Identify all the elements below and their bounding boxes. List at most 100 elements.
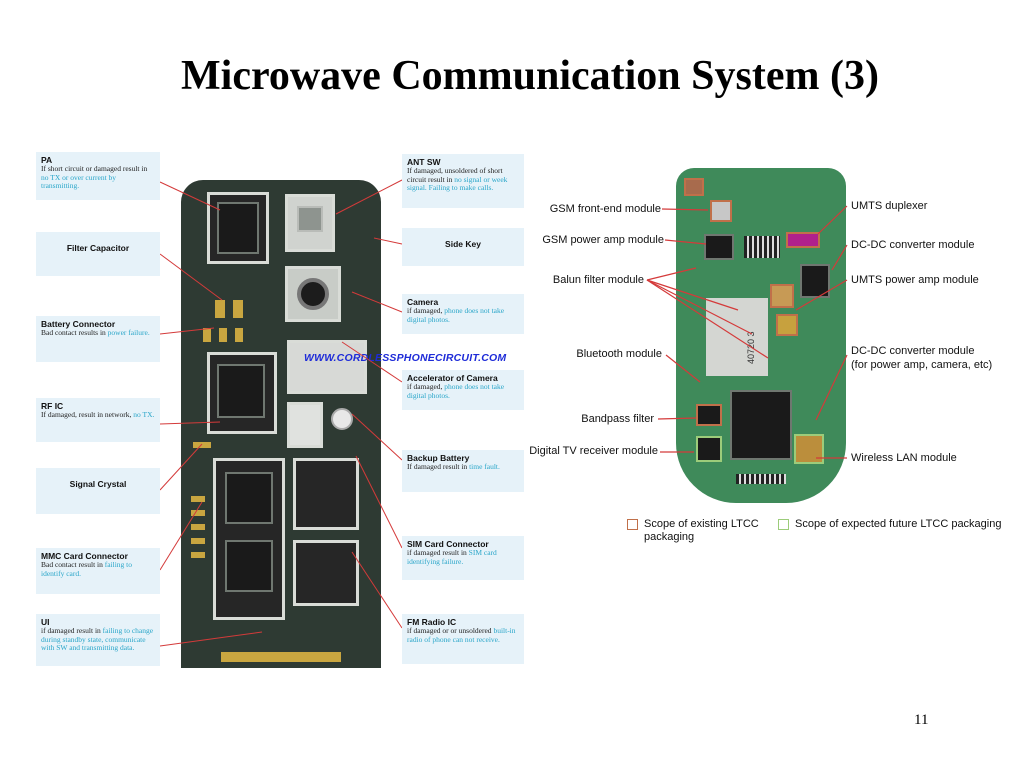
callout-filter-capacitor-title: Filter Capacitor <box>66 243 130 253</box>
callout-backup-battery: Backup Battery If damaged result in time… <box>402 450 524 492</box>
callout-backup-battery-highlight: time fault. <box>469 462 500 471</box>
legend-text-future-ltcc: Scope of expected future LTCC packaging <box>795 518 1002 530</box>
baseband-chip <box>225 472 273 524</box>
callout-camera-title: Camera <box>407 297 439 307</box>
umts-duplexer-chip <box>786 232 820 248</box>
mmc-connector-pin <box>191 538 205 544</box>
callout-sim-card-connector-title: SIM Card Connector <box>407 539 489 549</box>
pa-chip <box>217 202 259 254</box>
legend-swatch-existing-ltcc <box>627 519 638 530</box>
connector-strip <box>744 236 780 258</box>
label-dcdc-converter-module: DC-DC converter module <box>851 239 975 251</box>
backup-battery-cell <box>331 408 353 430</box>
umts-power-amp-chip <box>770 284 794 308</box>
callout-accelerator-of-camera-highlight: phone does not take digital photos. <box>407 382 505 400</box>
callout-mmc-card-connector-text: Bad contact result in <box>41 560 105 569</box>
bottom-connector <box>736 474 786 484</box>
callout-backup-battery-text: If damaged result in <box>407 462 470 471</box>
callout-camera-highlight: phone does not take digital photos. <box>407 306 505 324</box>
left-leader-lines <box>159 179 403 647</box>
callout-ui-highlight: failing to change during standby state, … <box>41 626 154 652</box>
left-phone-board-figure: WWW.CORDLESSPHONECIRCUIT.COM PA If short… <box>36 152 524 668</box>
label-umts-duplexer: UMTS duplexer <box>851 200 928 212</box>
mmc-connector-pin <box>191 524 205 530</box>
callout-mmc-card-connector-title: MMC Card Connector <box>41 551 128 561</box>
watermark-url: WWW.CORDLESSPHONECIRCUIT.COM <box>304 352 507 364</box>
callout-camera-text: if damaged, <box>407 306 445 315</box>
callout-sim-card-connector: SIM Card Connector if damaged result in … <box>402 536 524 580</box>
callout-battery-connector-title: Battery Connector <box>41 319 116 329</box>
callout-mmc-card-connector-highlight: failing to identify card. <box>41 560 133 578</box>
callout-pa: PA If short circuit or damaged result in… <box>36 152 160 200</box>
balun-filter-chip <box>776 314 798 336</box>
callout-side-key: Side Key <box>402 228 524 266</box>
fm-radio-shield <box>293 540 359 606</box>
memory-chip <box>225 540 273 592</box>
label-umts-power-amp-module: UMTS power amp module <box>851 274 979 286</box>
callout-fm-radio-ic-title: FM Radio IC <box>407 617 457 627</box>
legend-swatch-future-ltcc <box>778 519 789 530</box>
callout-pa-text: If short circuit or damaged result in <box>41 164 148 173</box>
callout-pa-highlight: no TX or over current by transmitting. <box>41 172 117 190</box>
mmc-connector-pin <box>191 510 205 516</box>
right-leader-lines <box>646 205 848 459</box>
label-digital-tv-receiver-module: Digital TV receiver module <box>529 445 658 457</box>
callout-fm-radio-ic-text: if damaged or or unsoldered <box>407 626 494 635</box>
phone-board-left <box>181 180 381 668</box>
backup-battery-area <box>287 402 323 448</box>
battery-connector-pad <box>235 328 243 342</box>
callout-ant-sw: ANT SW If damaged, unsoldered of short c… <box>402 154 524 208</box>
callout-accelerator-of-camera-text: if damaged, <box>407 382 445 391</box>
callout-battery-connector-text: Bad contact results in <box>41 328 108 337</box>
label-gsm-front-end-module: GSM front-end module <box>549 203 661 215</box>
callout-ant-sw-text: If damaged, unsoldered of short circuit … <box>407 166 503 184</box>
callout-signal-crystal: Signal Crystal <box>36 468 160 514</box>
callout-pa-title: PA <box>41 155 53 165</box>
mmc-connector-pin <box>191 552 205 558</box>
callout-fm-radio-ic: FM Radio IC if damaged or or unsoldered … <box>402 614 524 664</box>
page-number: 11 <box>914 712 929 728</box>
label-bluetooth-module: Bluetooth module <box>576 348 662 360</box>
legend-text-existing-ltcc: Scope of existing LTCC packaging <box>644 518 759 543</box>
callout-accelerator-of-camera-title: Accelerator of Camera <box>407 373 498 383</box>
callout-ui-title: UI <box>41 617 50 627</box>
label-gsm-power-amp-module: GSM power amp module <box>542 234 664 246</box>
callout-rf-ic-title: RF IC <box>41 401 64 411</box>
bandpass-filter-chip <box>696 404 722 426</box>
callout-sim-card-connector-text: if damaged result in <box>407 548 469 557</box>
ant-contact <box>684 178 704 196</box>
gsm-power-amp-chip <box>704 234 734 260</box>
camera-lens <box>297 278 329 310</box>
label-balun-filter-module: Balun filter module <box>552 274 644 286</box>
baseband-chip <box>730 390 792 460</box>
callout-ui: UI if damaged result in failing to chang… <box>36 614 160 666</box>
callout-rf-ic-highlight: no TX. <box>133 410 155 419</box>
callout-backup-battery-title: Backup Battery <box>407 453 470 463</box>
callout-battery-connector: Battery Connector Bad contact results in… <box>36 316 160 362</box>
callout-filter-capacitor: Filter Capacitor <box>36 232 160 276</box>
ant-sw-chip <box>297 206 323 232</box>
rf-ic-chip <box>217 364 265 418</box>
callout-camera: Camera if damaged, phone does not take d… <box>402 294 524 334</box>
filter-capacitor-pad <box>233 300 243 318</box>
label-bandpass-filter: Bandpass filter <box>581 413 654 425</box>
accelerator-shield <box>287 340 367 394</box>
right-phone-board-figure: 40720 3 GSM front-end module GSM power a… <box>520 160 1024 560</box>
battery-connector-pad <box>203 328 211 342</box>
callout-ui-text: if damaged result in <box>41 626 103 635</box>
callout-side-key-title: Side Key <box>445 239 481 249</box>
sim-slot <box>706 298 768 376</box>
gsm-front-end-chip <box>710 200 732 222</box>
battery-connector-pad <box>219 328 227 342</box>
callout-battery-connector-highlight: power failure. <box>107 328 150 337</box>
label-dcdc-converter-module-2: DC-DC converter module <box>851 345 975 357</box>
sim-area-shield <box>293 458 359 530</box>
slide-title: Microwave Communication System (3) <box>181 53 879 99</box>
label-wireless-lan-module: Wireless LAN module <box>851 452 957 464</box>
digital-tv-chip <box>696 436 722 462</box>
ui-connector <box>221 652 341 662</box>
callout-signal-crystal-title: Signal Crystal <box>69 479 127 489</box>
callout-fm-radio-ic-highlight: built-in radio of phone can not receive. <box>407 626 516 644</box>
callout-mmc-card-connector: MMC Card Connector Bad contact result in… <box>36 548 160 594</box>
label-dcdc-converter-module-2-note: (for power amp, camera, etc) <box>851 359 993 371</box>
